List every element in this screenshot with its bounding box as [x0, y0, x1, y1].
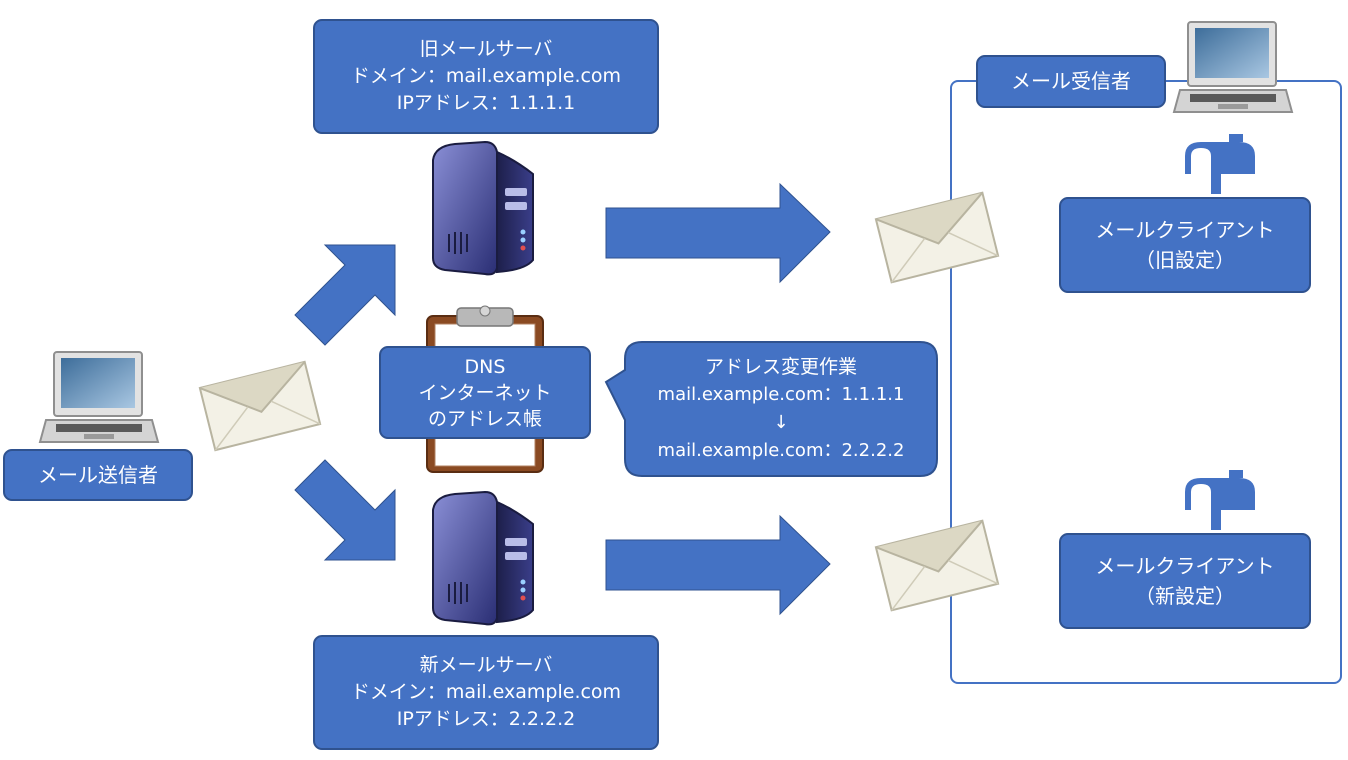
old-server-ip: IPアドレス：1.1.1.1 — [396, 92, 576, 114]
mail-client-old-box: メールクライアント （旧設定） — [1059, 197, 1311, 293]
mail-client-old-line1: メールクライアント — [1095, 218, 1275, 242]
mailbox-icon — [1185, 134, 1255, 194]
dns-line3: のアドレス帳 — [427, 407, 542, 430]
mailbox-icon — [1185, 470, 1255, 530]
laptop-icon — [38, 351, 160, 443]
receiver-label: メール受信者 — [1011, 69, 1131, 93]
address-change-callout: アドレス変更作業 mail.example.com：1.1.1.1 ↓ mail… — [625, 344, 937, 474]
dns-line1: DNS — [464, 355, 506, 378]
receiver-label-box: メール受信者 — [976, 55, 1166, 108]
old-server-title: 旧メールサーバ — [419, 38, 553, 60]
old-server-domain: ドメイン：mail.example.com — [350, 65, 622, 87]
sender-label-box: メール送信者 — [3, 449, 193, 501]
down-arrow-icon: ↓ — [773, 412, 789, 433]
address-change-after: mail.example.com：2.2.2.2 — [657, 440, 905, 461]
new-server-domain: ドメイン：mail.example.com — [350, 681, 622, 703]
new-server-info-box: 新メールサーバ ドメイン：mail.example.com IPアドレス：2.2… — [313, 635, 659, 750]
mail-client-new-box: メールクライアント （新設定） — [1059, 533, 1311, 629]
old-server-info-box: 旧メールサーバ ドメイン：mail.example.com IPアドレス：1.1… — [313, 19, 659, 134]
address-change-before: mail.example.com：1.1.1.1 — [657, 384, 905, 405]
mail-client-new-line1: メールクライアント — [1095, 554, 1275, 578]
server-icon — [432, 490, 534, 626]
mail-client-old-line2: （旧設定） — [1135, 248, 1235, 272]
laptop-icon — [1172, 21, 1294, 113]
new-server-title: 新メールサーバ — [419, 654, 553, 676]
envelope-icon — [874, 191, 1000, 284]
envelope-icon — [874, 519, 1000, 612]
sender-label: メール送信者 — [38, 462, 158, 487]
mail-client-new-line2: （新設定） — [1135, 584, 1235, 608]
address-change-title: アドレス変更作業 — [704, 356, 857, 378]
dns-box: DNS インターネット のアドレス帳 — [379, 346, 591, 439]
new-server-ip: IPアドレス：2.2.2.2 — [396, 708, 576, 730]
envelope-icon — [198, 360, 322, 452]
dns-line2: インターネット — [418, 381, 552, 404]
server-icon — [432, 140, 534, 276]
